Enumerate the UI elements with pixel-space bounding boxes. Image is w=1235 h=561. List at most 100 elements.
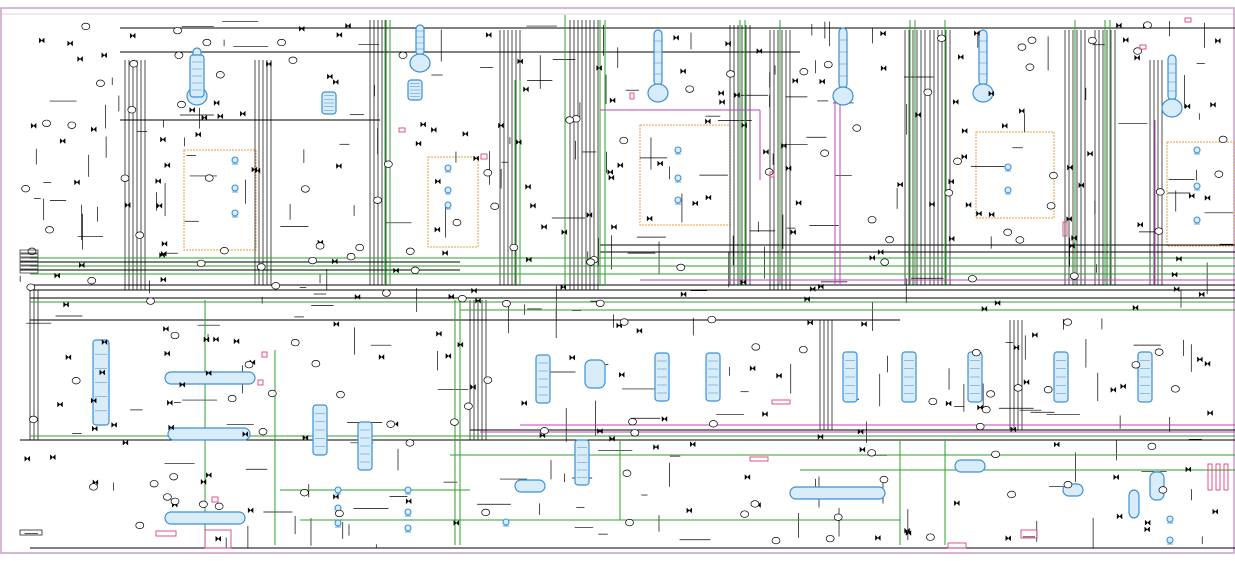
valve-icon — [965, 201, 972, 208]
instrument-bubble-icon — [256, 263, 266, 271]
pump-icon — [404, 486, 412, 495]
valve-icon — [65, 354, 72, 361]
instrument-bubble-icon — [540, 427, 549, 435]
equipment-tag — [155, 530, 177, 537]
off-page-connector — [19, 257, 39, 262]
pump-icon — [1166, 515, 1174, 524]
valve-icon — [586, 212, 593, 218]
instrument-bubble-icon — [335, 509, 344, 518]
valve-icon — [686, 507, 692, 514]
valve-icon — [609, 435, 615, 442]
instrument-bubble-icon — [196, 259, 206, 268]
instrument-bubble-icon — [1155, 188, 1165, 196]
instrument-bubble-icon — [1131, 361, 1141, 369]
off-page-connector — [19, 269, 39, 274]
valve-icon — [790, 229, 796, 236]
valve-icon — [445, 353, 452, 360]
instrument-bubble-icon — [220, 247, 229, 255]
instrument-bubble-icon — [565, 116, 575, 124]
instrument-bubble-icon — [214, 502, 224, 510]
pump-icon — [1193, 146, 1201, 155]
valve-icon — [470, 384, 476, 391]
equipment-tag — [204, 529, 232, 549]
valve-icon — [859, 446, 866, 453]
valve-icon — [690, 441, 696, 448]
instrument-bubble-icon — [146, 297, 155, 305]
valve-icon — [1113, 474, 1119, 481]
instrument-bubble-icon — [483, 169, 493, 177]
instrument-bubble-icon — [1063, 480, 1073, 489]
pump-icon — [444, 186, 452, 195]
valve-icon — [442, 250, 448, 256]
valve-icon — [206, 472, 212, 479]
valve-icon — [57, 401, 63, 408]
valve-icon — [977, 404, 983, 411]
valve-icon — [168, 424, 174, 431]
instrument-bubble-icon — [595, 299, 605, 308]
shell-and-tube-exchanger-icon — [92, 339, 110, 426]
instrument-bubble-icon — [170, 497, 180, 506]
valve-icon — [718, 90, 724, 97]
valve-icon — [420, 121, 426, 128]
off-page-connector — [19, 261, 39, 266]
pump-icon — [334, 519, 342, 528]
equipment-tag — [1062, 221, 1068, 237]
instrument-bubble-icon — [707, 315, 717, 324]
valve-icon — [91, 397, 97, 404]
valve-icon — [393, 267, 399, 274]
instrument-bubble-icon — [1087, 36, 1097, 45]
valve-icon — [159, 252, 165, 258]
instrument-bubble-icon — [852, 124, 862, 132]
instrument-bubble-icon — [509, 243, 519, 252]
instrument-bubble-icon — [135, 521, 145, 530]
distillation-column-icon — [972, 29, 994, 103]
pump-icon — [334, 486, 342, 495]
valve-icon — [596, 65, 602, 72]
equipment-tag — [480, 153, 488, 160]
instrument-bubble-icon — [1046, 202, 1056, 210]
horizontal-drum-icon — [167, 427, 251, 441]
valve-icon — [1144, 526, 1150, 533]
package-boundary — [183, 149, 257, 251]
valve-icon — [54, 272, 60, 279]
shell-and-tube-exchanger-icon — [321, 91, 337, 115]
instrument-bubble-icon — [177, 100, 186, 109]
valve-icon — [904, 527, 910, 534]
instrument-bubble-icon — [685, 85, 695, 93]
shell-and-tube-exchanger-icon — [901, 351, 917, 403]
valve-icon — [1173, 286, 1180, 293]
instrument-bubble-icon — [89, 483, 98, 491]
instrument-bubble-icon — [120, 174, 130, 182]
valve-icon — [974, 30, 980, 37]
valve-icon — [1071, 235, 1077, 241]
valve-icon — [161, 240, 168, 247]
valve-icon — [818, 283, 824, 290]
valve-icon — [1197, 356, 1203, 363]
pump-icon — [674, 146, 682, 155]
instrument-bubble-icon — [928, 397, 938, 406]
valve-icon — [673, 34, 679, 41]
valve-icon — [213, 336, 219, 343]
valve-icon — [67, 40, 73, 47]
valve-icon — [617, 162, 623, 169]
instrument-bubble-icon — [490, 202, 500, 210]
valve-icon — [333, 79, 339, 86]
valve-icon — [161, 250, 167, 257]
equipment-tag — [769, 171, 775, 178]
valve-icon — [762, 411, 768, 418]
instrument-bubble-icon — [481, 508, 491, 517]
valve-icon — [1198, 291, 1205, 298]
instrument-bubble-icon — [311, 359, 321, 368]
valve-icon — [1066, 216, 1072, 223]
valve-icon — [453, 519, 459, 526]
valve-icon — [607, 169, 613, 176]
valve-icon — [101, 339, 108, 346]
valve-icon — [1067, 164, 1073, 171]
instrument-bubble-icon — [981, 406, 991, 414]
pump-icon — [231, 184, 239, 193]
instrument-bubble-icon — [1214, 170, 1224, 178]
valve-icon — [122, 439, 129, 446]
equipment-tag — [1223, 463, 1229, 491]
instrument-bubble-icon — [1025, 63, 1035, 71]
valve-icon — [877, 249, 884, 256]
